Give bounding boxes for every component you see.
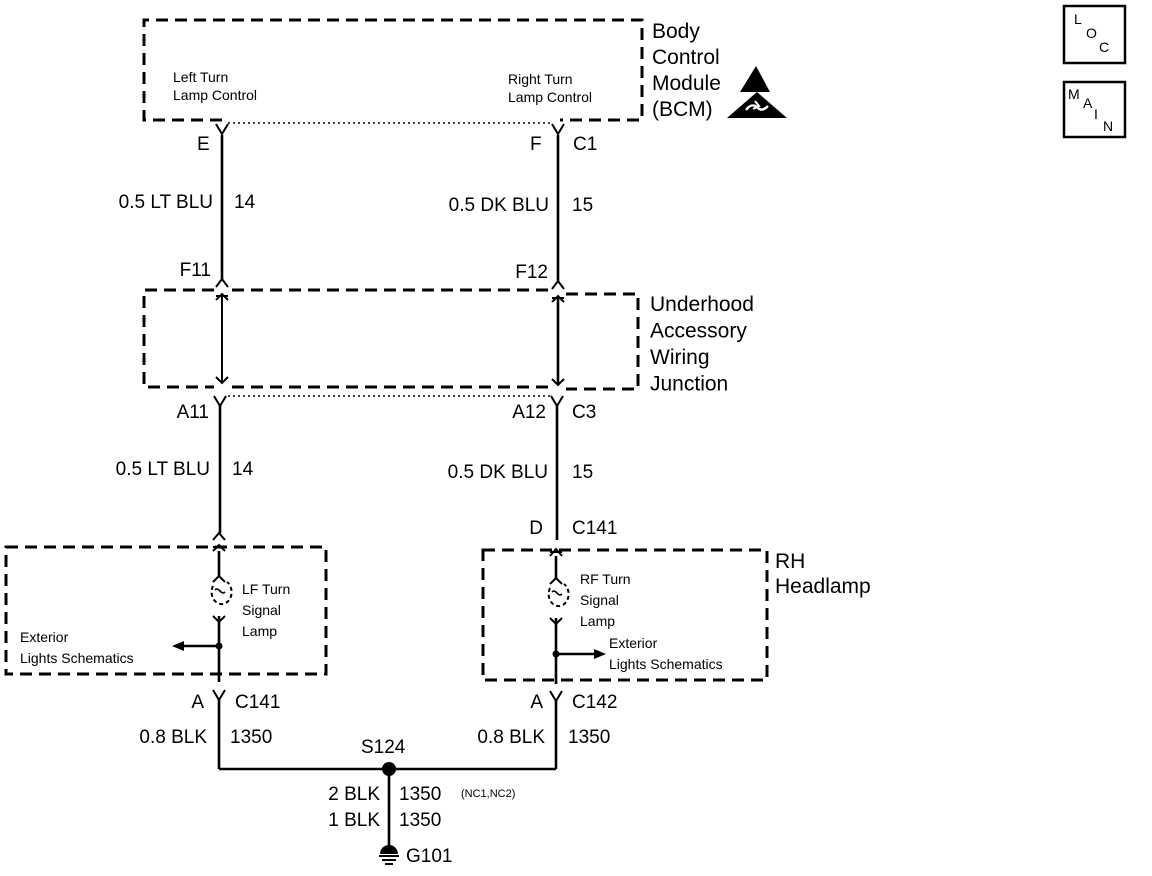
right-upper-wire-circuit: 15: [572, 195, 593, 216]
right-ground-wire-circuit: 1350: [568, 727, 610, 748]
rh-output-connector: C142: [572, 692, 617, 713]
left-upper-wire-color: 0.5 LT BLU: [119, 192, 213, 213]
right-circuit-wire: [554, 135, 606, 769]
bcm-connector: C1: [573, 134, 597, 155]
ground-label: G101: [406, 846, 452, 867]
esd-warning-icon: [727, 66, 787, 118]
left-upper-wire-circuit: 14: [234, 192, 256, 213]
splice-s124: [382, 762, 396, 776]
svg-text:L: L: [1074, 11, 1082, 27]
svg-text:M: M: [1068, 86, 1080, 102]
lf-output-connector: C141: [235, 692, 280, 713]
main-ground-wire-circuit-a: 1350: [399, 784, 441, 805]
left-ground-wire-color: 0.8 BLK: [139, 727, 207, 748]
uawj-left-input-pin: F11: [180, 260, 211, 281]
right-ground-wire-color: 0.8 BLK: [477, 727, 545, 748]
ground-symbol-icon: [379, 845, 399, 865]
main-icon[interactable]: M A I N: [1062, 80, 1127, 139]
left-ground-wire-circuit: 1350: [230, 727, 272, 748]
svg-text:A: A: [1083, 95, 1093, 111]
uawj-right-input-pin: F12: [515, 262, 548, 283]
bcm-right-pin: F: [530, 134, 542, 155]
splice-label: S124: [361, 737, 406, 758]
main-ground-wire-circuit-b: 1350: [399, 810, 441, 831]
lf-output-pin: A: [191, 692, 204, 713]
right-upper-wire-color: 0.5 DK BLU: [449, 195, 549, 216]
rh-input-pin: D: [529, 518, 543, 539]
uawj-right-output-pin: A12: [512, 402, 546, 423]
right-lower-wire-color: 0.5 DK BLU: [448, 462, 548, 483]
ground-wire: [215, 642, 560, 848]
left-lower-wire-color: 0.5 LT BLU: [116, 459, 210, 480]
main-ground-wire-note: (NC1,NC2): [461, 788, 515, 800]
bcm-left-pin: E: [197, 134, 210, 155]
main-ground-wire-color-b: 1 BLK: [328, 810, 380, 831]
uawj-output-connector: C3: [572, 402, 596, 423]
rh-output-pin: A: [530, 692, 543, 713]
loc-icon[interactable]: L O C: [1062, 4, 1127, 65]
right-lower-wire-circuit: 15: [572, 462, 593, 483]
connector-glyphs: [210, 123, 570, 703]
svg-text:I: I: [1094, 106, 1098, 122]
left-lower-wire-circuit: 14: [232, 459, 254, 480]
main-ground-wire-color-a: 2 BLK: [328, 784, 380, 805]
svg-text:O: O: [1086, 25, 1097, 41]
uawj-left-output-pin: A11: [177, 402, 209, 423]
rh-input-connector: C141: [572, 518, 617, 539]
svg-text:C: C: [1099, 39, 1109, 55]
svg-text:N: N: [1103, 118, 1113, 134]
